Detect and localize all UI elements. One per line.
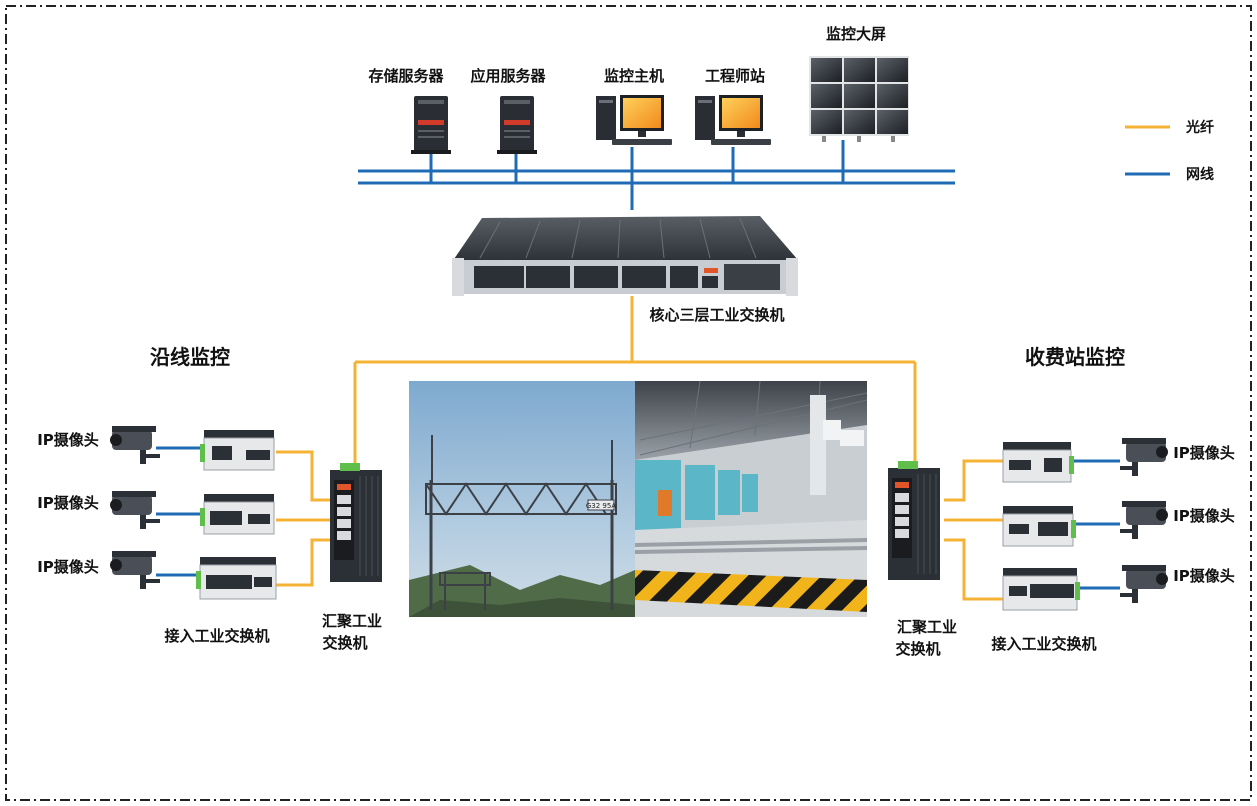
right-access-switch-1-icon (1002, 442, 1074, 483)
left-agg-label-line2: 交换机 (322, 634, 367, 652)
right-access-label: 接入工业交换机 (991, 635, 1096, 653)
left-access-switch-1-icon (200, 430, 275, 471)
left-access-switch-2-icon (200, 494, 275, 535)
left-section-title: 沿线监控 (150, 345, 230, 369)
left-camera-2-icon (110, 491, 160, 529)
right-camera-1-label: IP摄像头 (1173, 444, 1235, 462)
engineer-station-icon (695, 95, 771, 145)
diagram-frame (5, 5, 1252, 801)
right-section-title: 收费站监控 (1025, 345, 1125, 369)
left-camera-3-label: IP摄像头 (37, 558, 99, 576)
left-access-label: 接入工业交换机 (164, 627, 269, 645)
right-agg-switch-icon (888, 461, 940, 580)
app-server-icon (497, 96, 537, 154)
right-camera-1-icon (1120, 438, 1168, 476)
storage-server-label: 存储服务器 (368, 67, 444, 85)
right-access-switch-2-icon (1002, 506, 1076, 547)
app-server-label: 应用服务器 (470, 67, 546, 85)
legend-fiber-label: 光纤 (1185, 119, 1214, 136)
right-agg-label-line1: 汇聚工业 (897, 618, 957, 636)
toll-station-photo (634, 380, 868, 617)
highway-gantry-photo: G32 95A (409, 381, 635, 617)
storage-server-icon (411, 96, 451, 154)
left-camera-1-label: IP摄像头 (37, 431, 99, 449)
left-agg-switch-icon (330, 463, 382, 582)
legend-ethernet-label: 网线 (1186, 166, 1214, 183)
right-access-switch-3-icon (1002, 568, 1080, 611)
monitor-host-label: 监控主机 (604, 67, 664, 85)
right-camera-3-label: IP摄像头 (1173, 567, 1235, 585)
video-wall-label: 监控大屏 (826, 25, 886, 43)
left-access-switch-3-icon (196, 557, 277, 600)
left-agg-label-line1: 汇聚工业 (322, 612, 382, 630)
left-camera-2-label: IP摄像头 (37, 494, 99, 512)
right-camera-2-label: IP摄像头 (1173, 507, 1235, 525)
gantry-sign-text: G32 95A (586, 502, 616, 510)
ethernet-backbone (358, 140, 955, 210)
monitor-host-icon (596, 95, 672, 145)
video-wall-icon (809, 56, 909, 142)
core-switch-label: 核心三层工业交换机 (649, 306, 784, 324)
right-camera-2-icon (1120, 501, 1168, 539)
right-camera-3-icon (1120, 565, 1168, 603)
left-camera-1-icon (110, 426, 160, 464)
core-switch-icon (452, 216, 798, 296)
left-camera-3-icon (110, 551, 160, 589)
right-agg-label-line2: 交换机 (895, 640, 940, 658)
engineer-station-label: 工程师站 (705, 67, 765, 85)
fiber-trunk (276, 296, 1003, 601)
legend: 光纤 网线 (1125, 119, 1214, 183)
